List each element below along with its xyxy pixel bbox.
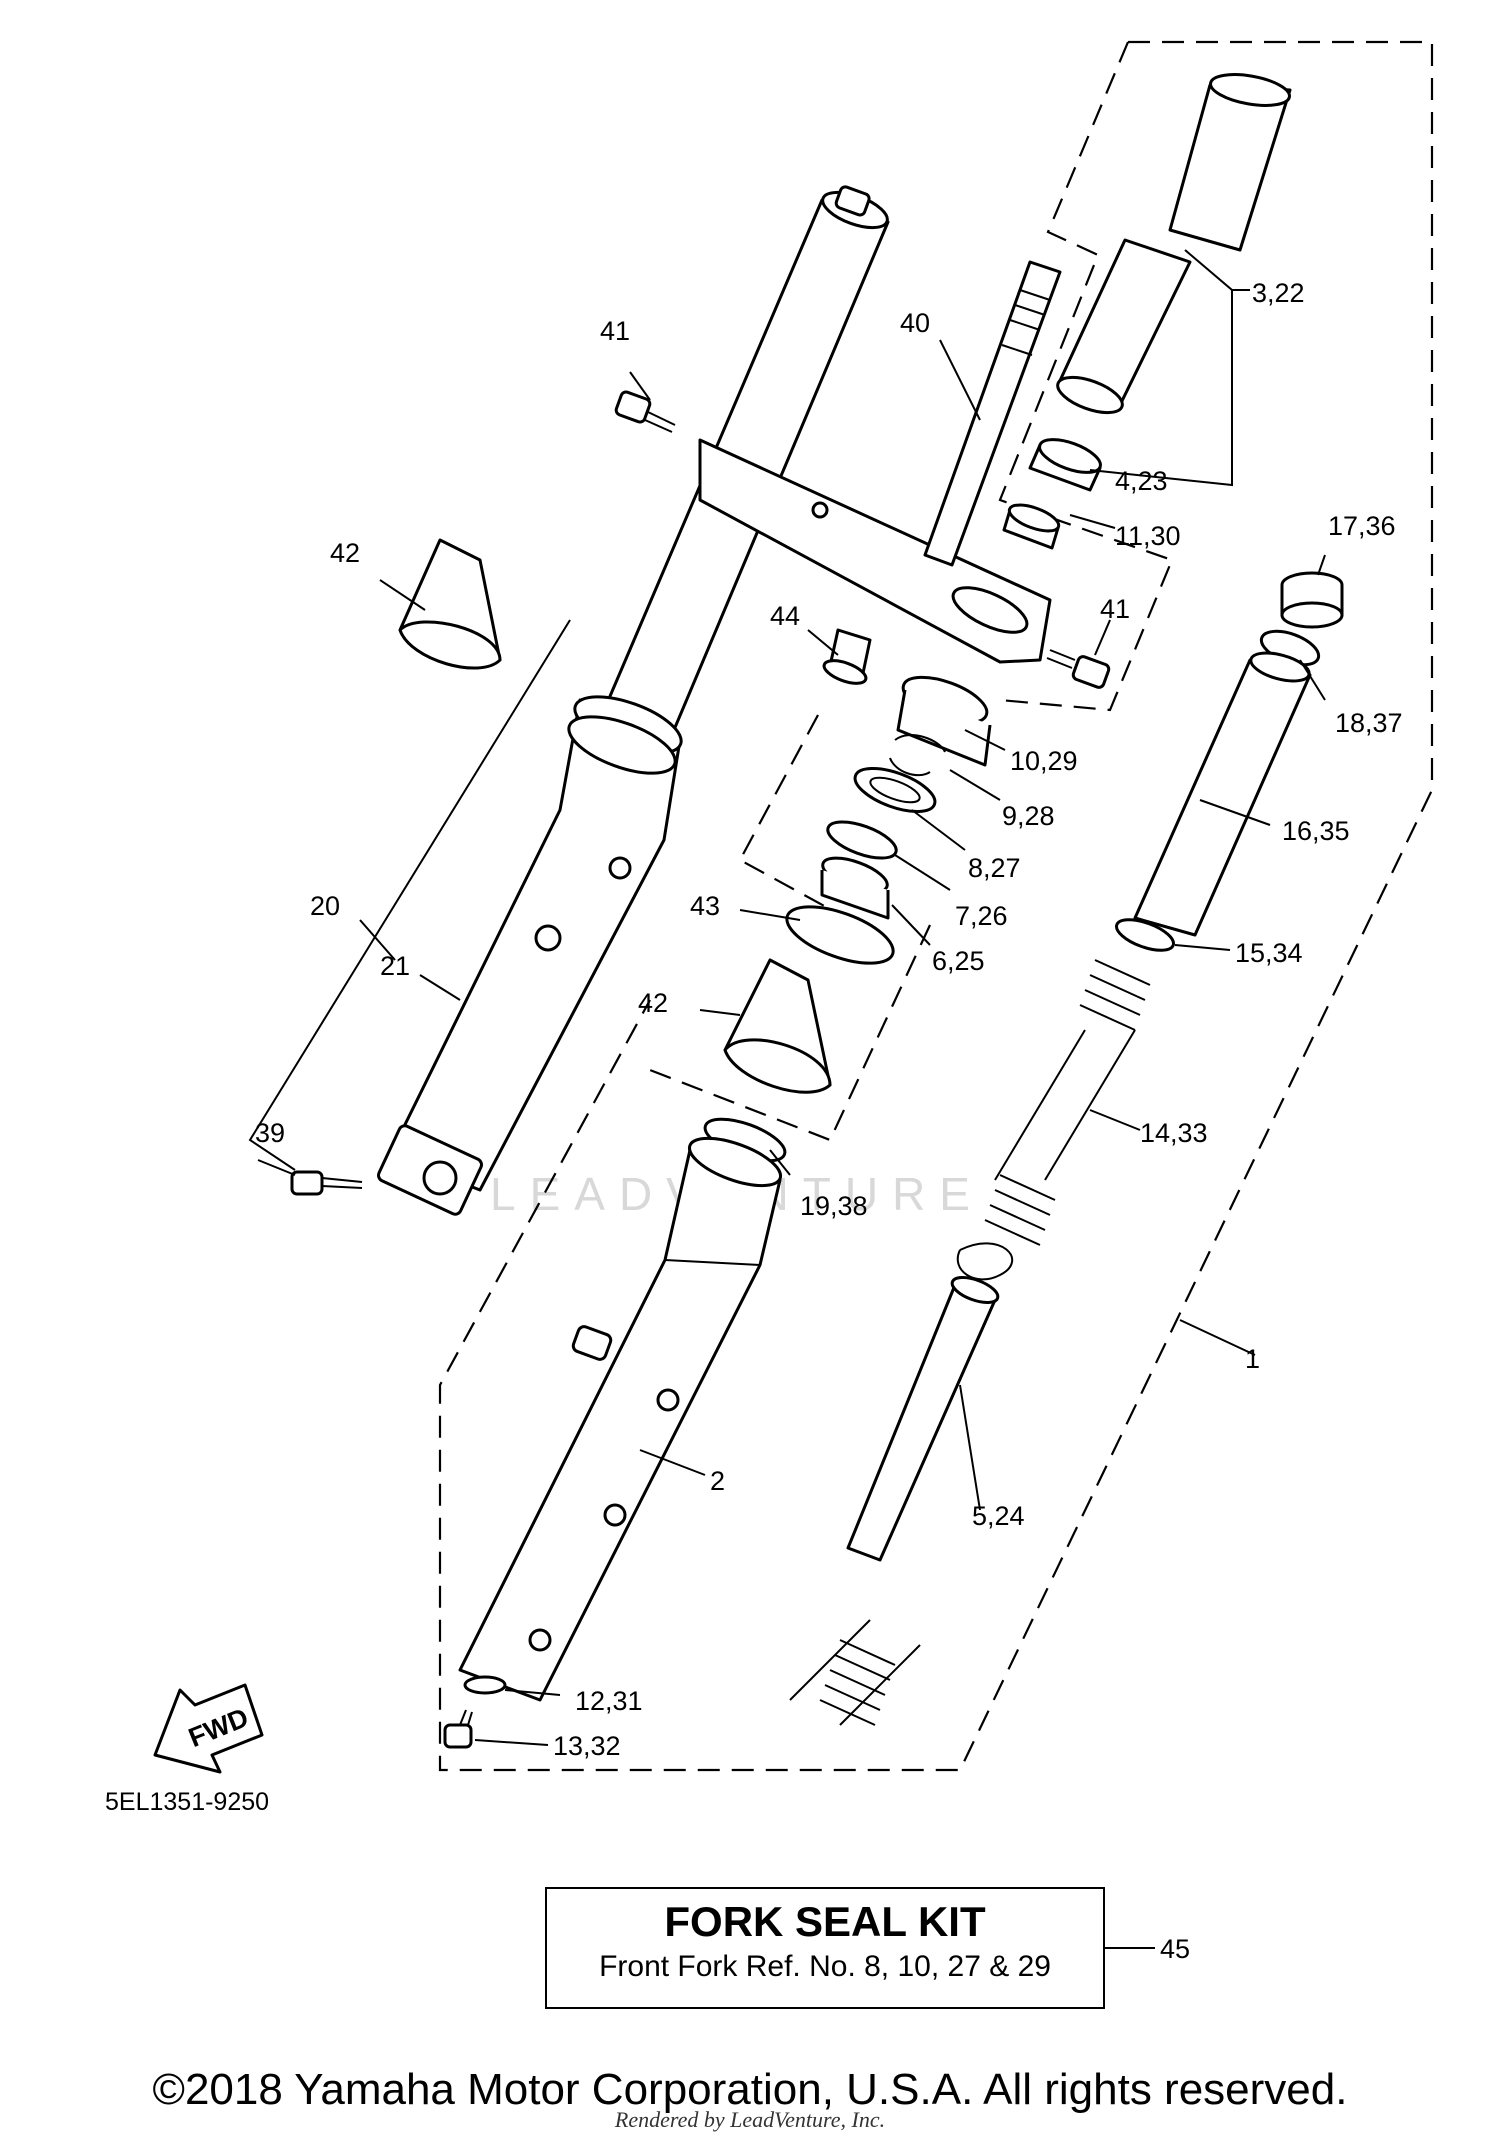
callout-41-right: 41 (1100, 594, 1130, 624)
fwd-arrow-icon: FWD (153, 1683, 264, 1774)
callout-labels: 3,22 40 41 4,23 11,30 17,36 42 44 41 18,… (255, 278, 1403, 1964)
fork-seal-kit-box: FORK SEAL KIT Front Fork Ref. No. 8, 10,… (545, 1887, 1105, 2009)
spacer-16-35 (1133, 651, 1312, 937)
circlip-9-28 (889, 734, 946, 777)
callout-11-30: 11,30 (1115, 521, 1181, 551)
ring-5-24 (956, 1242, 1014, 1281)
spring-14-33 (984, 959, 1151, 1246)
callout-4-23: 4,23 (1115, 466, 1168, 496)
kit-subtitle: Front Fork Ref. No. 8, 10, 27 & 29 (599, 1950, 1051, 1983)
callout-39: 39 (255, 1118, 285, 1148)
seal-7-26 (826, 820, 898, 860)
assembly-outline-bearing-group (738, 714, 851, 921)
callout-3-22: 3,22 (1252, 278, 1305, 308)
bushing-4-23 (1028, 438, 1102, 492)
bolt-13-32 (443, 1709, 473, 1749)
callout-19-38: 19,38 (800, 1191, 868, 1221)
assembly-outline-fork-1 (438, 40, 1434, 1772)
bushing-11-30 (1002, 503, 1061, 550)
fork-boot-42-left (398, 538, 502, 670)
kit-title: FORK SEAL KIT (664, 1898, 986, 1945)
callout-17-36: 17,36 (1328, 511, 1396, 541)
callout-21: 21 (380, 951, 410, 981)
leader-lines (257, 249, 1326, 1949)
callout-15-34: 15,34 (1235, 938, 1303, 968)
bolt-41-top (614, 390, 676, 433)
callout-41-top: 41 (600, 316, 630, 346)
inner-tube-3-22 (1056, 73, 1292, 415)
callout-2: 2 (710, 1466, 725, 1496)
callout-45: 45 (1160, 1934, 1190, 1964)
dust-seal-6-25 (820, 856, 890, 920)
bolt-41-right (1046, 649, 1111, 689)
callout-1: 1 (1245, 1344, 1260, 1374)
cap-bolt-17-36 (1280, 571, 1344, 629)
callout-20: 20 (310, 891, 340, 921)
callout-44: 44 (770, 601, 800, 631)
callout-14-33: 14,33 (1140, 1118, 1208, 1148)
callout-42-left: 42 (330, 538, 360, 568)
callout-10-29: 10,29 (1010, 746, 1078, 776)
callout-6-25: 6,25 (932, 946, 985, 976)
callout-43: 43 (690, 891, 720, 921)
bolt-39 (290, 1170, 363, 1196)
ring-43 (785, 905, 895, 965)
rendered-by-credit: Rendered by LeadVenture, Inc. (614, 2107, 886, 2132)
callout-40: 40 (900, 308, 930, 338)
callout-7-26: 7,26 (955, 901, 1008, 931)
callout-8-27: 8,27 (968, 853, 1021, 883)
callout-12-31: 12,31 (575, 1686, 643, 1716)
callout-18-37: 18,37 (1335, 708, 1403, 738)
left-fork-slider (377, 695, 683, 1216)
callout-13-32: 13,32 (553, 1731, 621, 1761)
outer-tube-2 (458, 1136, 783, 1702)
bearing-8-27 (853, 767, 937, 813)
washer-15-34 (1115, 918, 1175, 952)
collar-44 (822, 628, 872, 685)
damper-rod-5-24 (789, 1276, 1000, 1726)
washer-12-31 (463, 1675, 507, 1695)
assembly-outline-inner-tube (998, 41, 1174, 712)
callout-42-mid: 42 (638, 988, 668, 1018)
callout-5-24: 5,24 (972, 1501, 1025, 1531)
fork-boot-42-mid (723, 958, 832, 1094)
slider-outline-20 (248, 619, 571, 1171)
fork-bracket (698, 438, 1052, 664)
assembly-outline-lower (649, 924, 931, 1142)
callout-16-35: 16,35 (1282, 816, 1350, 846)
diagram-code: 5EL1351-9250 (105, 1788, 269, 1816)
copyright-notice: ©2018 Yamaha Motor Corporation, U.S.A. A… (152, 2065, 1348, 2114)
steering-shaft-40 (923, 260, 1062, 567)
callout-9-28: 9,28 (1002, 801, 1055, 831)
